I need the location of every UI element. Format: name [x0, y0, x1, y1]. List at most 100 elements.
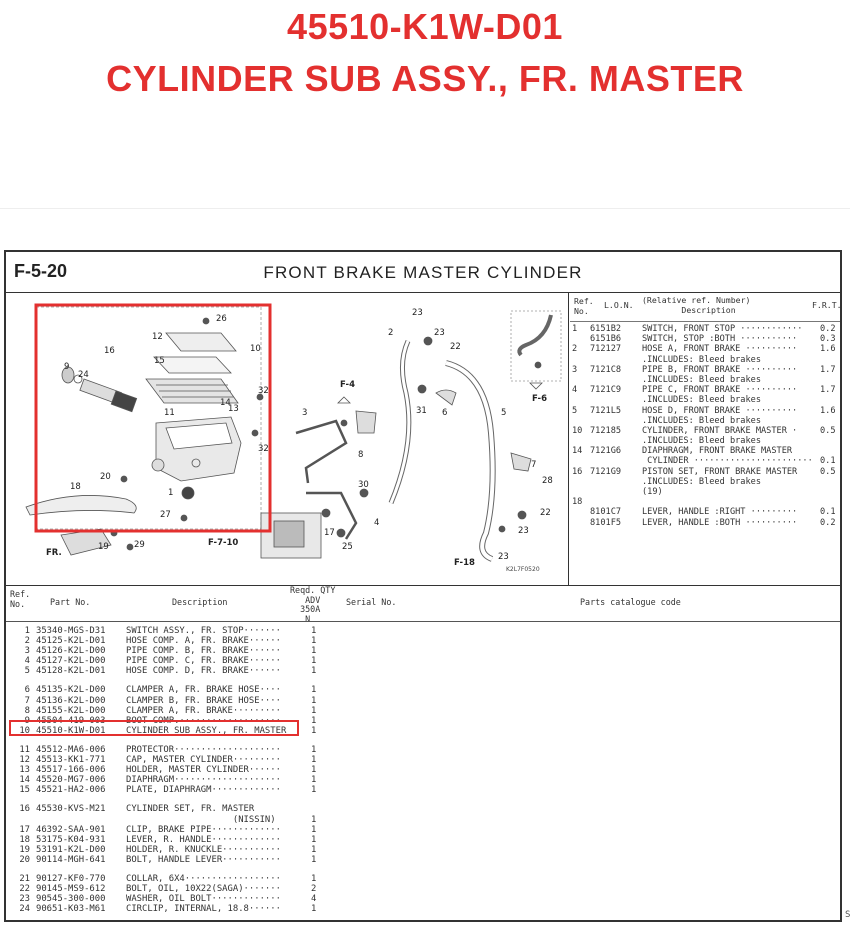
- row-part-no: 45128-K2L-D01: [36, 666, 106, 677]
- row-qty: 1: [311, 725, 317, 736]
- callout-6: 24: [78, 370, 89, 380]
- ref-description: PISTON SET, FRONT BRAKE MASTER: [642, 466, 798, 477]
- ref-no: 10: [572, 425, 583, 436]
- ref-frt: 0.5: [820, 466, 836, 477]
- row-description: CLAMPER A, FR. BRAKE HOSE····: [126, 685, 281, 696]
- header-divider: [0, 208, 850, 209]
- row-part-no: 45517-166-006: [36, 765, 106, 776]
- reference-row: (19): [570, 487, 840, 497]
- group-spacer: [6, 795, 840, 804]
- row-description: CYLINDER SET, FR. MASTER: [126, 804, 255, 815]
- row-ref-no: 24: [19, 904, 30, 915]
- ref-description: LEVER, HANDLE :RIGHT ·········: [642, 507, 798, 518]
- row-qty: 2: [311, 884, 317, 895]
- ref-description: (19): [642, 487, 663, 497]
- callout-9: 11: [164, 408, 175, 418]
- row-part-no: 45126-K2L-D00: [36, 646, 106, 657]
- row-part-no: 45530-KVS-M21: [36, 804, 106, 815]
- callout-27: 5: [501, 408, 506, 418]
- reference-row: .INCLUDES: Bleed brakes: [570, 477, 840, 487]
- ref-frt: 0.2: [820, 517, 836, 528]
- row-description: DIAPHRAGM····················: [126, 775, 281, 786]
- row-ref-no: 4: [24, 656, 30, 667]
- row-qty: 1: [311, 705, 317, 716]
- row-part-no: 35340-MGS-D31: [36, 626, 106, 636]
- ref-description: SWITCH, FRONT STOP ············: [642, 324, 803, 334]
- row-ref-no: 13: [19, 765, 30, 776]
- header-separator: [6, 621, 840, 622]
- row-qty: 1: [311, 873, 317, 884]
- callout-3: 10: [250, 344, 261, 354]
- row-description: HOSE COMP. D, FR. BRAKE······: [126, 666, 281, 677]
- row-ref-no: 5: [24, 666, 30, 677]
- row-part-no: 45512-MA6-006: [36, 744, 106, 755]
- callout-36: 23: [518, 526, 529, 536]
- ref-frt: 0.2: [820, 324, 836, 334]
- row-part-no: 45510-K1W-D01: [36, 725, 106, 736]
- ref-no: 1: [572, 324, 578, 334]
- row-description: PLATE, DIAPHRAGM·············: [126, 785, 281, 796]
- ref-description: CYLINDER, FRONT BRAKE MASTER ·: [642, 425, 798, 436]
- row-description: CIRCLIP, INTERNAL, 18.8······: [126, 904, 281, 915]
- row-ref-no: 16: [19, 804, 30, 815]
- parts-row: 16 45530-KVS-M21 CYLINDER SET, FR. MASTER: [6, 804, 840, 814]
- row-qty: 1: [311, 626, 317, 636]
- callout-10: 13: [228, 404, 239, 414]
- row-part-no: 45125-K2L-D01: [36, 636, 106, 647]
- group-spacer: [6, 676, 840, 685]
- row-qty: 1: [311, 904, 317, 915]
- reference-row: .INCLUDES: Bleed brakes: [570, 436, 840, 446]
- ref-description: CYLINDER ·······················: [642, 456, 813, 467]
- reference-row: CYLINDER ·······················0.1: [570, 456, 840, 466]
- parts-row: 5 45128-K2L-D01 HOSE COMP. D, FR. BRAKE···…: [6, 666, 840, 676]
- row-ref-no: 7: [24, 695, 30, 706]
- row-qty: 1: [311, 685, 317, 696]
- callout-19: 2: [388, 328, 393, 338]
- part-number-heading: 45510-K1W-D01: [287, 6, 563, 47]
- edge-fragment: S: [845, 910, 850, 920]
- ref-frt: 1.6: [820, 344, 836, 355]
- reference-row: .INCLUDES: Bleed brakes: [570, 355, 840, 365]
- row-ref-no: 11: [19, 744, 30, 755]
- ref-lon: 7121G9: [590, 466, 622, 477]
- row-description: CAP, MASTER CYLINDER·········: [126, 755, 281, 766]
- row-description: CLIP, BRAKE PIPE·············: [126, 824, 281, 835]
- ref-lon: 7121C9: [590, 385, 622, 396]
- ref-no: 5: [572, 405, 578, 416]
- col-header-part-no: Part No.: [50, 597, 91, 607]
- ref-lon: 8101F5: [590, 517, 622, 528]
- callout-31: 30: [358, 480, 369, 490]
- row-description: (NISSIN): [126, 814, 276, 825]
- row-ref-no: 15: [19, 785, 30, 796]
- row-part-no: 45136-K2L-D00: [36, 695, 106, 706]
- ref-no: 3: [572, 364, 578, 375]
- callout-28: 7: [531, 460, 536, 470]
- ref-header-ref: Ref. No.: [574, 296, 594, 316]
- row-part-no: 53175-K04-931: [36, 834, 106, 845]
- ref-header-lon: L.O.N.: [604, 300, 634, 310]
- row-ref-no: 18: [19, 834, 30, 845]
- row-qty: 1: [311, 785, 317, 796]
- row-part-no: 45520-MG7-006: [36, 775, 106, 786]
- page-header: 45510-K1W-D01 CYLINDER SUB ASSY., FR. MA…: [0, 0, 850, 210]
- row-part-no: 90114-MGH-641: [36, 854, 106, 865]
- ref-lon: 6151B6: [590, 334, 622, 345]
- diagram-ref-code: K2L7F0520: [506, 566, 540, 573]
- part-name-heading: CYLINDER SUB ASSY., FR. MASTER: [106, 58, 744, 99]
- row-ref-no: 1: [24, 626, 30, 636]
- row-qty: 1: [311, 744, 317, 755]
